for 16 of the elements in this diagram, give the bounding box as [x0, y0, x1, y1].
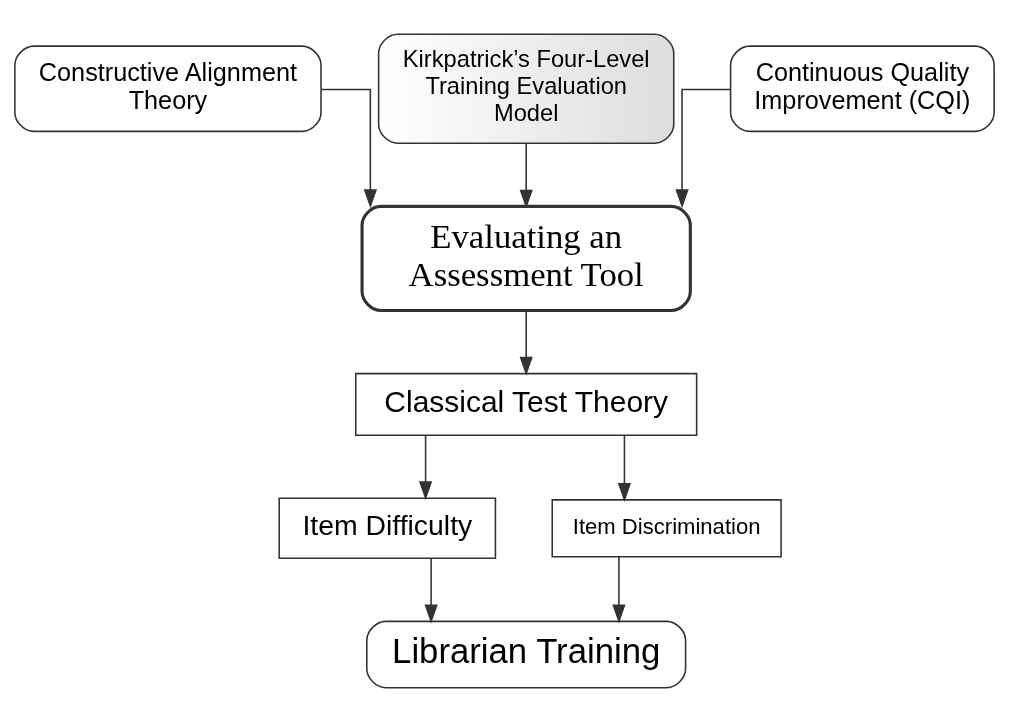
- arrow: [519, 309, 533, 376]
- arrow: [519, 142, 533, 209]
- arrow: [418, 434, 433, 501]
- arrow: [675, 88, 732, 209]
- node-box: Item Difficulty: [278, 497, 497, 560]
- node-box: Item Discrimination: [551, 499, 782, 558]
- node-box: Constructive Alignment Theory: [14, 45, 322, 133]
- node-box: Librarian Training: [366, 620, 687, 689]
- arrow: [424, 558, 438, 624]
- node-box: Continuous Quality Improvement (CQI): [729, 45, 995, 133]
- arrow: [320, 88, 377, 209]
- node-box: Kirkpatrick’s Four-Level Training Evaluation Model: [377, 33, 675, 144]
- node-box: Evaluating an Assessment Tool: [360, 204, 692, 313]
- arrow: [612, 556, 626, 624]
- node-box: Classical Test Theory: [354, 372, 698, 436]
- arrow: [617, 434, 632, 502]
